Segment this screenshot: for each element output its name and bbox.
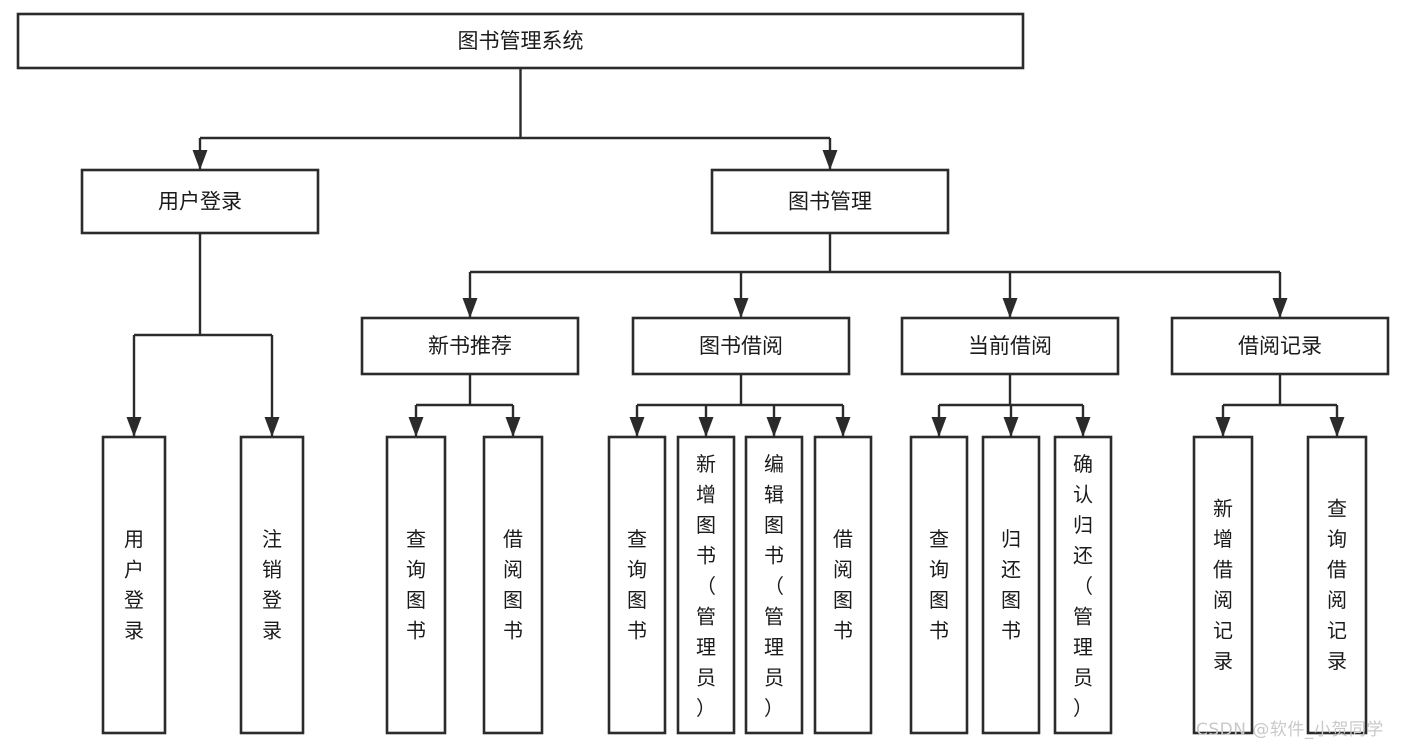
node-box-root xyxy=(16,12,1025,70)
nodes-layer: 图书管理系统用户登录用户登录注销登录图书管理新书推荐查询图书借阅图书图书借阅查询… xyxy=(16,12,1390,735)
node-box-bb-add-book xyxy=(676,435,736,735)
node-nbr-query-book[interactable]: 查询图书 xyxy=(385,435,447,735)
node-box-book-borrow xyxy=(631,316,851,376)
node-label-cb-confirm-return: 确认归还（管理员） xyxy=(1073,452,1093,720)
node-label-current-borrow: 当前借阅 xyxy=(968,334,1052,358)
node-root[interactable]: 图书管理系统 xyxy=(16,12,1025,70)
node-bb-borrow-book[interactable]: 借阅图书 xyxy=(813,435,873,735)
node-box-nbr-borrow-book xyxy=(482,435,544,735)
node-box-cb-confirm-return xyxy=(1053,435,1113,735)
node-label-bb-edit-book: 编辑图书（管理员） xyxy=(764,452,784,720)
node-user-login[interactable]: 用户登录 xyxy=(80,168,320,235)
node-label-book-management: 图书管理 xyxy=(788,190,872,214)
node-box-borrow-records xyxy=(1170,316,1390,376)
node-br-query-record[interactable]: 查询借阅记录 xyxy=(1306,435,1368,735)
node-label-br-add-record: 新增借阅记录 xyxy=(1213,496,1233,673)
connectors-layer xyxy=(126,68,1345,437)
node-user-logout[interactable]: 注销登录 xyxy=(239,435,305,735)
node-book-management[interactable]: 图书管理 xyxy=(710,168,950,235)
node-bb-add-book[interactable]: 新增图书（管理员） xyxy=(676,435,736,735)
node-bb-query-book[interactable]: 查询图书 xyxy=(607,435,667,735)
node-box-bb-query-book xyxy=(607,435,667,735)
node-cb-confirm-return[interactable]: 确认归还（管理员） xyxy=(1053,435,1113,735)
node-box-user-logout xyxy=(239,435,305,735)
node-label-root: 图书管理系统 xyxy=(458,29,584,53)
node-label-user-login: 用户登录 xyxy=(158,190,242,214)
node-box-nbr-query-book xyxy=(385,435,447,735)
node-bb-edit-book[interactable]: 编辑图书（管理员） xyxy=(744,435,804,735)
node-box-current-borrow xyxy=(900,316,1120,376)
node-label-cb-query-book: 查询图书 xyxy=(929,527,949,643)
node-br-add-record[interactable]: 新增借阅记录 xyxy=(1192,435,1254,735)
node-box-cb-query-book xyxy=(909,435,969,735)
csdn-watermark: CSDN @软件_小贺同学 xyxy=(1196,720,1384,740)
node-label-nbr-query-book: 查询图书 xyxy=(406,527,426,643)
node-label-nbr-borrow-book: 借阅图书 xyxy=(503,527,523,643)
node-box-user-login-do xyxy=(101,435,167,735)
node-label-br-query-record: 查询借阅记录 xyxy=(1327,496,1347,673)
node-cb-query-book[interactable]: 查询图书 xyxy=(909,435,969,735)
node-cb-return-book[interactable]: 归还图书 xyxy=(981,435,1041,735)
node-box-new-book-recommend xyxy=(360,316,580,376)
node-box-cb-return-book xyxy=(981,435,1041,735)
node-new-book-recommend[interactable]: 新书推荐 xyxy=(360,316,580,376)
node-box-bb-edit-book xyxy=(744,435,804,735)
node-box-book-management xyxy=(710,168,950,235)
node-box-br-query-record xyxy=(1306,435,1368,735)
node-box-bb-borrow-book xyxy=(813,435,873,735)
node-label-book-borrow: 图书借阅 xyxy=(699,334,783,358)
node-label-borrow-records: 借阅记录 xyxy=(1238,334,1322,358)
node-box-br-add-record xyxy=(1192,435,1254,735)
node-borrow-records[interactable]: 借阅记录 xyxy=(1170,316,1390,376)
node-user-login-do[interactable]: 用户登录 xyxy=(101,435,167,735)
node-current-borrow[interactable]: 当前借阅 xyxy=(900,316,1120,376)
node-nbr-borrow-book[interactable]: 借阅图书 xyxy=(482,435,544,735)
node-label-bb-query-book: 查询图书 xyxy=(627,527,647,643)
node-book-borrow[interactable]: 图书借阅 xyxy=(631,316,851,376)
node-label-cb-return-book: 归还图书 xyxy=(1001,527,1021,643)
node-label-bb-borrow-book: 借阅图书 xyxy=(833,527,853,643)
node-box-user-login xyxy=(80,168,320,235)
node-label-new-book-recommend: 新书推荐 xyxy=(428,334,512,358)
node-label-user-login-do: 用户登录 xyxy=(124,527,144,643)
node-label-user-logout: 注销登录 xyxy=(262,527,282,643)
node-label-bb-add-book: 新增图书（管理员） xyxy=(696,452,716,720)
